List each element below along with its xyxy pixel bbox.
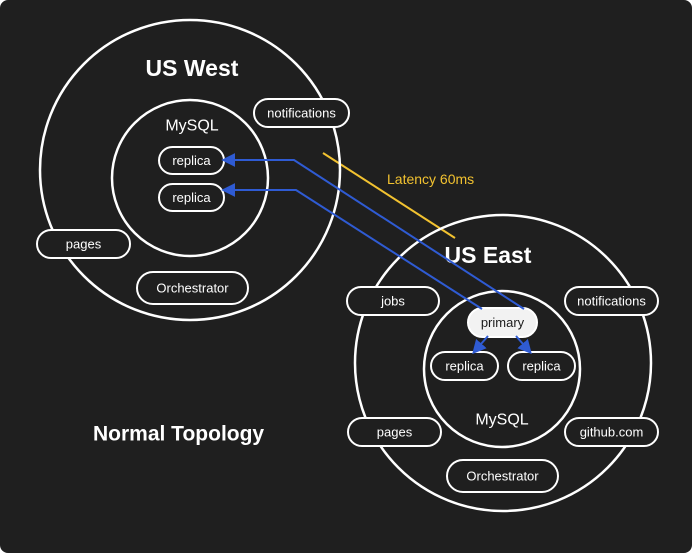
us-west-mysql-ring — [110, 98, 270, 258]
us-west-region: US West MySQL replica replica notificati… — [36, 18, 350, 322]
us-west-orchestrator-pill — [136, 271, 249, 305]
us-west-pages-label: pages — [66, 237, 102, 252]
us-east-jobs-label: jobs — [380, 294, 405, 309]
primary-to-west-replica-2-arrow — [221, 183, 483, 310]
primary-to-east-replica-2-arrow — [515, 335, 532, 355]
us-east-github-pill — [564, 417, 659, 447]
us-east-primary-pill — [467, 307, 538, 338]
replication-arrows — [221, 153, 532, 355]
us-west-title: US West — [146, 55, 239, 81]
us-west-replica-2-label: replica — [172, 190, 211, 205]
us-west-replica-1-label: replica — [172, 153, 211, 168]
latency-line — [322, 152, 456, 239]
us-east-pages-pill — [347, 417, 442, 447]
us-east-replica-1-pill — [430, 351, 499, 381]
us-west-notifications-pill — [253, 98, 350, 128]
latency-label: Latency 60ms — [387, 171, 474, 187]
primary-to-east-replica-1-arrow — [472, 335, 489, 355]
us-east-notifications-pill — [564, 286, 659, 316]
us-east-notifications-label: notifications — [577, 294, 646, 309]
us-east-jobs-pill — [346, 286, 440, 316]
us-east-region: US East MySQL primary replica replica jo… — [346, 213, 659, 513]
us-east-github-label: github.com — [580, 425, 644, 440]
diagram-caption: Normal Topology — [93, 423, 264, 446]
us-east-mysql-ring — [422, 289, 582, 449]
primary-to-west-replica-1-arrow — [221, 153, 525, 310]
us-east-replica-2-pill — [507, 351, 576, 381]
us-west-mysql-label: MySQL — [165, 118, 218, 135]
us-east-primary-label: primary — [481, 315, 525, 330]
us-east-replica-1-label: replica — [445, 359, 484, 374]
us-east-replica-2-label: replica — [522, 359, 561, 374]
us-west-pages-pill — [36, 229, 131, 259]
us-west-outer-ring — [38, 18, 342, 322]
us-east-orchestrator-pill — [446, 459, 559, 493]
us-east-outer-ring — [353, 213, 653, 513]
us-west-notifications-label: notifications — [267, 106, 336, 121]
us-west-replica-2-pill — [158, 183, 225, 212]
us-west-orchestrator-label: Orchestrator — [156, 281, 229, 296]
us-east-orchestrator-label: Orchestrator — [466, 469, 539, 484]
us-east-pages-label: pages — [377, 425, 413, 440]
us-east-mysql-label: MySQL — [475, 412, 528, 429]
us-east-title: US East — [445, 242, 532, 268]
